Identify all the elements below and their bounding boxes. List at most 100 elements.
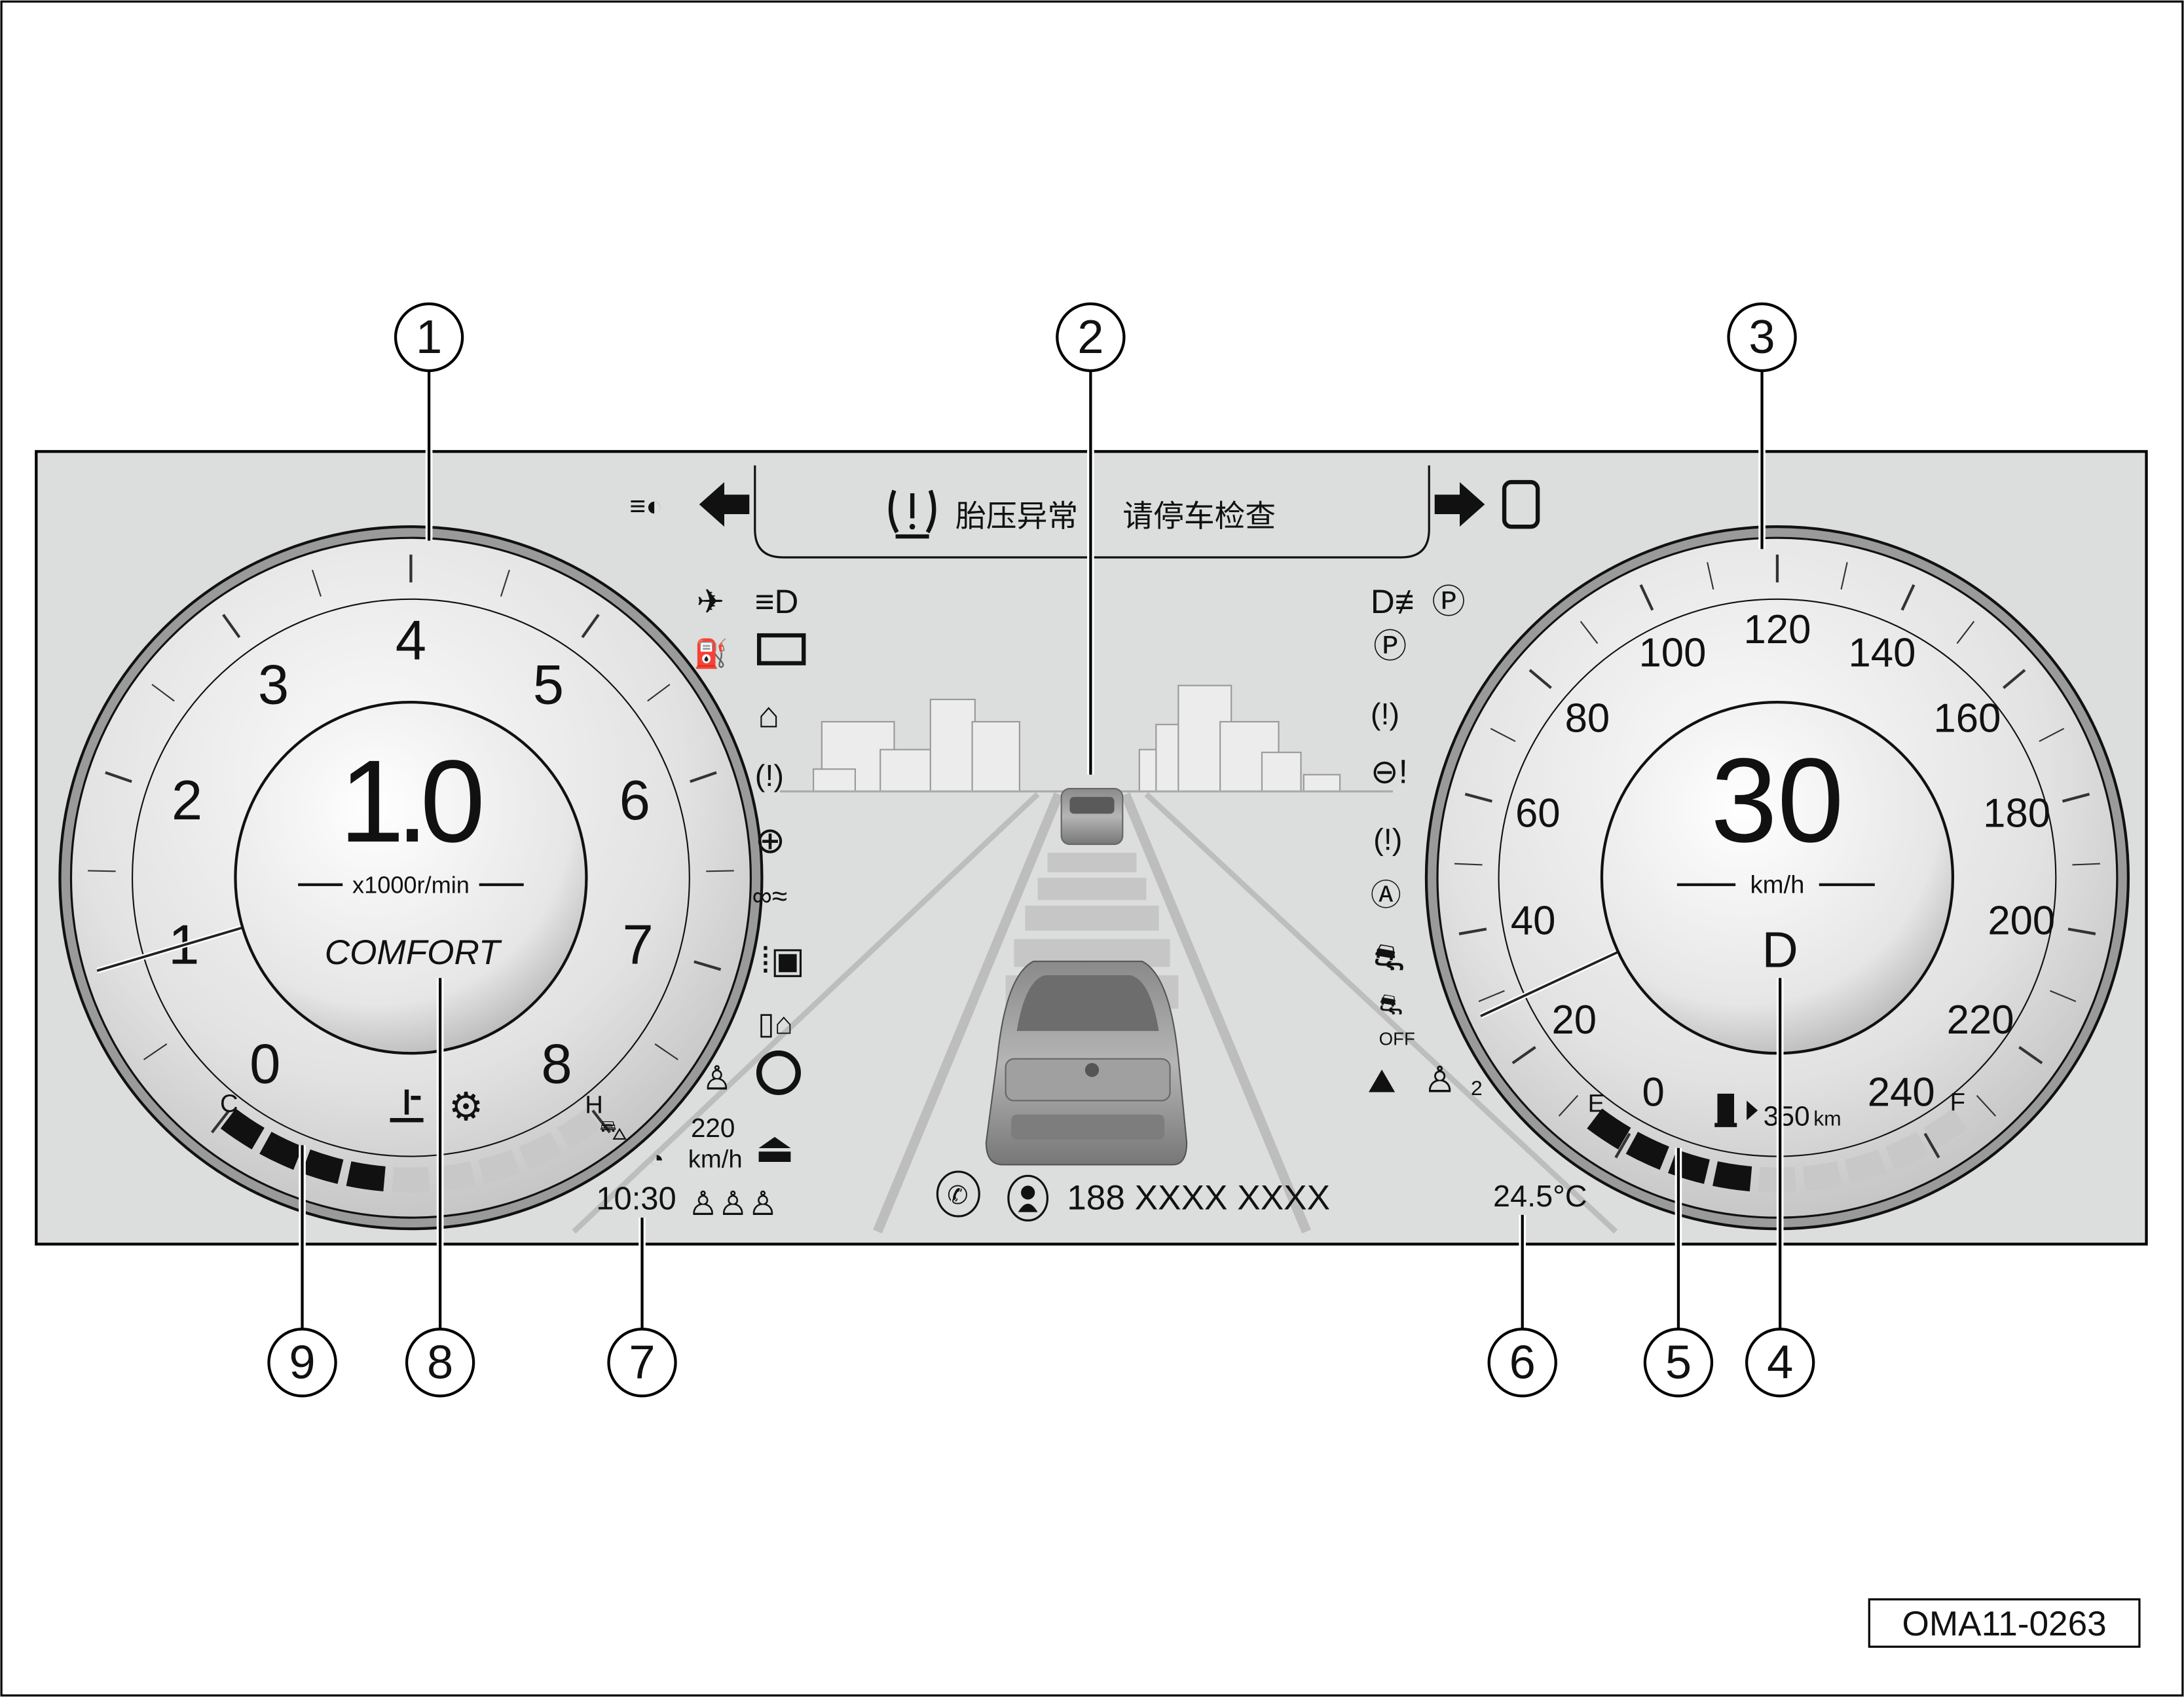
tpms-icon: (!): [1373, 823, 1402, 857]
speedo-tick: [1464, 793, 1492, 803]
speed-unit: km/h: [1750, 871, 1804, 899]
speedo-tick: [2062, 793, 2090, 803]
adas-road-scene: [572, 684, 1618, 1234]
document-code-box: [1868, 1598, 2141, 1648]
power-steering-fault-icon: ⊖!: [1371, 753, 1408, 791]
fuel-pump-icon: [1714, 1093, 1758, 1127]
lane-keep-assist-icon: ⏏: [755, 1124, 794, 1171]
speedo-scale-label: 80: [1565, 696, 1610, 741]
tach-tick: [311, 569, 322, 597]
tach-tick: [500, 569, 510, 597]
speedo-tick: [1900, 584, 1916, 611]
coolant-segment: [478, 1149, 521, 1184]
speedo-scale-label: 0: [1642, 1070, 1664, 1115]
speedo-tick: [1454, 863, 1483, 866]
tach-tick: [654, 1043, 678, 1060]
fuel-segment: [1844, 1149, 1887, 1184]
speedo-scale-label: 180: [1983, 791, 2050, 836]
speedo-tick: [2072, 863, 2100, 866]
service-reminder-icon: ⊕: [755, 820, 785, 861]
tach-tick: [591, 1110, 611, 1134]
buildings-left: [813, 698, 1020, 793]
coolant-cold-label: C: [220, 1089, 238, 1117]
coolant-segment: [519, 1132, 563, 1170]
forward-collision-icon: ⛍: [599, 1115, 628, 1146]
fuel-segment: [1923, 1108, 1968, 1149]
callout-circle: [267, 1328, 337, 1398]
battery-icon: [756, 633, 806, 665]
speedo-tick: [1458, 927, 1487, 935]
speedo-tick: [2002, 669, 2026, 689]
speedo-tick: [1923, 1132, 1940, 1159]
driver-fatigue-icon: ▯⌂: [758, 1006, 793, 1040]
speedo-tick: [2050, 990, 2077, 1002]
tach-tick: [647, 684, 671, 702]
speed-value: 30: [1711, 733, 1843, 867]
phone-number: 188 XXXX XXXX: [1067, 1178, 1330, 1217]
fuel-full-label: F: [1950, 1088, 1965, 1116]
driver-seatbelt-icon: ♙: [702, 1059, 732, 1096]
alert-action: 请停车检查: [1122, 499, 1276, 533]
fuel-range-unit: km: [1813, 1107, 1842, 1130]
callout-number: 7: [629, 1336, 655, 1389]
esc-off-icon: ⛐: [1379, 990, 1403, 1021]
low-fuel-pressure-icon: ∞≈: [752, 881, 788, 912]
lane-departure-icon: ⁞▣: [760, 940, 805, 980]
callout-circle: [1745, 1328, 1815, 1398]
tach-scale-label: 8: [541, 1034, 572, 1096]
contact-body: [1018, 1203, 1038, 1212]
coolant-segment: [557, 1108, 602, 1149]
callout-number: 6: [1509, 1336, 1536, 1389]
coolant-temp-icon: [390, 1089, 424, 1123]
tach-tick: [88, 870, 116, 872]
door-open-icon: [1502, 479, 1540, 529]
tach-scale-label: 6: [620, 770, 650, 832]
engine-power-icon: ⚙: [449, 1085, 483, 1128]
esc-icon: ⛐: [1373, 937, 1405, 978]
lane-lines: [572, 792, 1618, 1234]
engine-malfunction-icon: ⌂: [758, 694, 779, 735]
gear-indicator: D: [1762, 922, 1798, 978]
callout-circle: [394, 302, 464, 373]
phone-glyph: ✆: [947, 1182, 968, 1210]
callout-number: 8: [427, 1336, 453, 1389]
coolant-hot-label: H: [585, 1091, 603, 1119]
speedo-scale-label: 60: [1515, 791, 1561, 836]
callout-number: 1: [416, 311, 442, 364]
esc-off-label: OFF: [1379, 1028, 1415, 1049]
outside-temperature: 24.5°C: [1493, 1179, 1587, 1213]
contact-icon[interactable]: [1007, 1174, 1049, 1221]
epb-fault-icon: Ⓟ: [1373, 627, 1407, 665]
fuel-segment: [1885, 1132, 1929, 1170]
coolant-segment: [301, 1149, 344, 1184]
left-turn-indicator: ≡◐: [629, 482, 750, 527]
callout-leaders-core: [301, 370, 1782, 1330]
coolant-segment: [220, 1108, 265, 1149]
cruise-set-speed: 220: [691, 1113, 735, 1143]
callout-circle: [1643, 1328, 1714, 1398]
tach-tick: [143, 1043, 168, 1060]
engine-system-fault-icon: (!): [755, 758, 784, 793]
speedo-scale-label: 100: [1638, 631, 1706, 676]
tire-pressure-warning-icon: [888, 489, 936, 539]
speedo-tick: [1976, 1094, 1997, 1117]
speedo-tick: [1511, 1046, 1536, 1064]
rpm-value: 1.0: [339, 736, 481, 867]
fuel-empty-label: E: [1588, 1089, 1605, 1117]
cruise-gauge-icon: ◔: [649, 1146, 664, 1174]
tach-tick: [690, 771, 717, 783]
contact-head: [1021, 1185, 1035, 1200]
fuel-range-value: 350: [1764, 1101, 1810, 1132]
speedo-tick: [1580, 621, 1599, 644]
drive-mode: COMFORT: [325, 933, 502, 972]
callout-circle: [1056, 302, 1126, 373]
speedo-tick: [1639, 584, 1654, 611]
phone-call-icon[interactable]: [936, 1170, 980, 1218]
speedo-scale-label: 220: [1947, 998, 2014, 1043]
fuel-segment: [1802, 1161, 1842, 1192]
fuel-segment: [1587, 1108, 1631, 1149]
clock: 10:30: [596, 1181, 676, 1216]
speedo-scale-label: 120: [1743, 607, 1811, 652]
tachometer: 012345678: [58, 525, 764, 1231]
